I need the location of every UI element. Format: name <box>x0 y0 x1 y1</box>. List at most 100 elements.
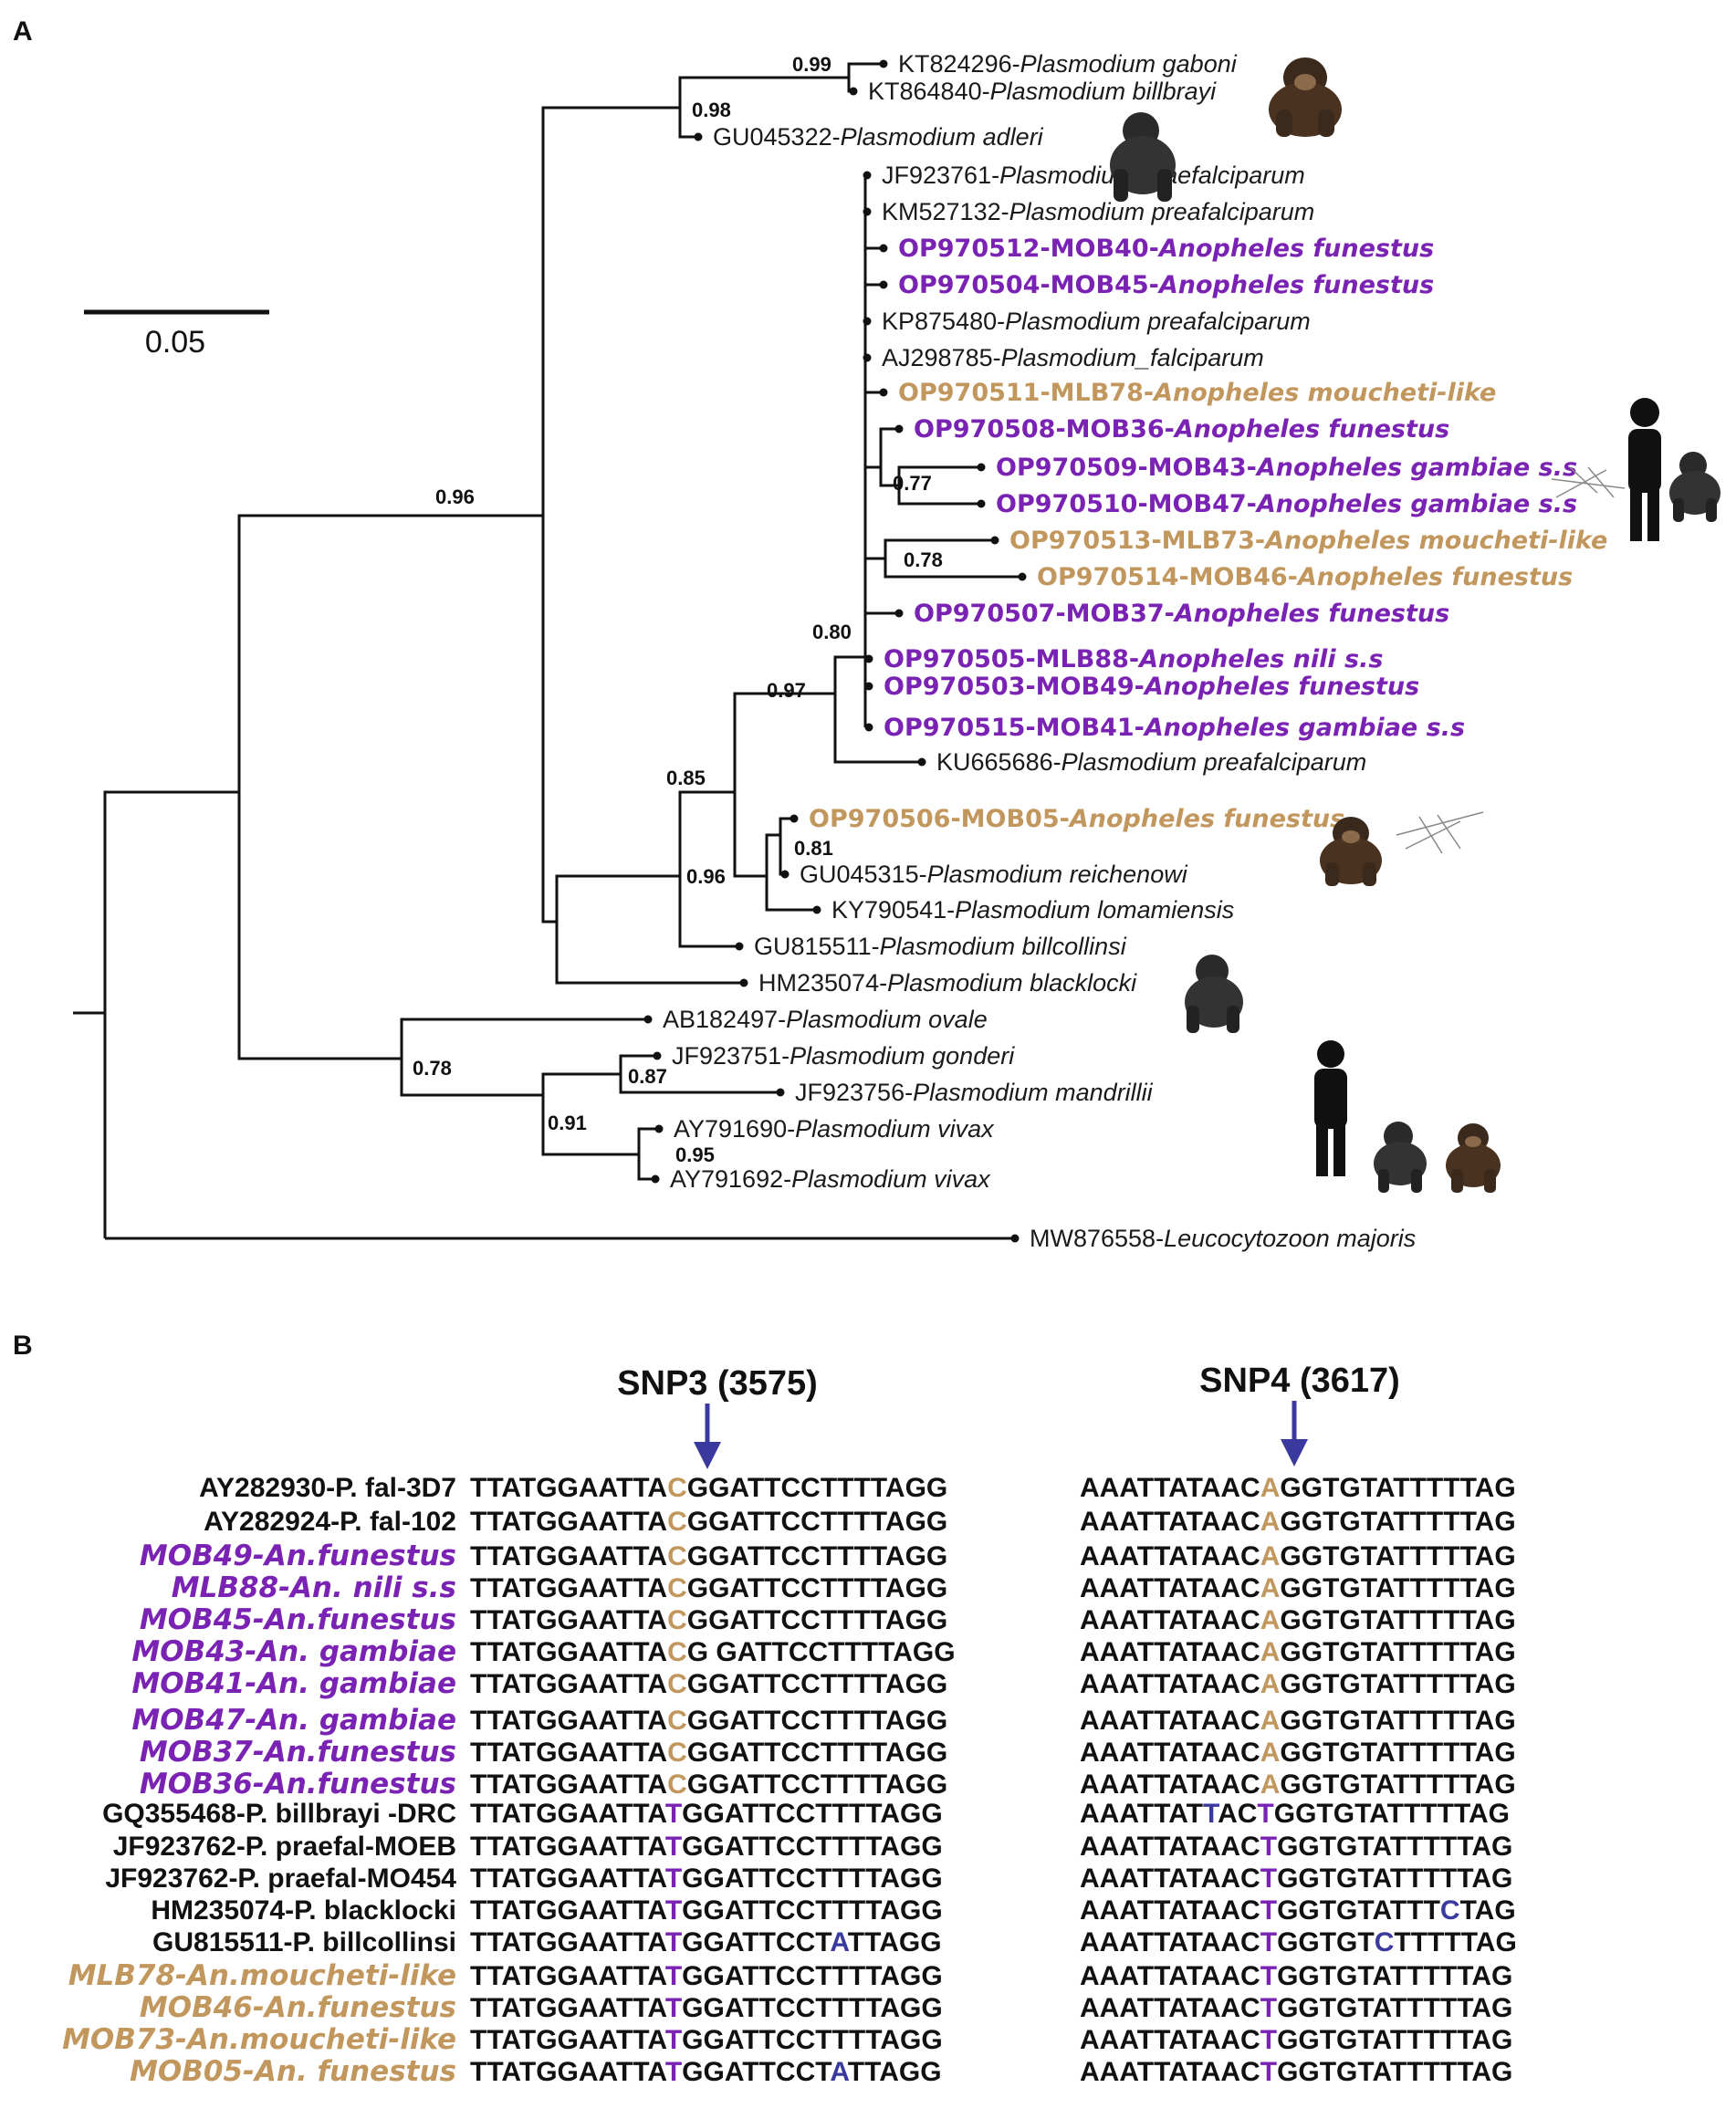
scale-bar-label: 0.05 <box>145 325 205 360</box>
bootstrap-value: 0.97 <box>767 679 806 702</box>
sequence-name: MOB49-An.funestus <box>140 1540 456 1572</box>
tree-tip: JF923751-Plasmodium gonderi <box>653 1042 1015 1070</box>
tree-tip: HM235074-Plasmodium blacklocki <box>739 969 1137 997</box>
sequence-segment: GGATTCCTTTTAGG <box>687 1507 948 1537</box>
tip-node <box>780 870 790 879</box>
tip-node <box>1018 572 1027 581</box>
tip-species: Anopheles nili s.s <box>1137 645 1383 673</box>
s4-seq: AAATTATAACTGGTGTATTTTTAG <box>1080 2057 1512 2087</box>
sequence-segment: TTATGGAATTA <box>470 1863 666 1894</box>
sequence-segment: GGTGTATTTTTAG <box>1280 1669 1515 1699</box>
tip-node <box>735 942 744 951</box>
tip-accession: OP970510-MOB47- <box>996 490 1257 518</box>
sequence-segment: AAATTATAAC <box>1080 1541 1260 1571</box>
tree-tip: OP970504-MOB45-Anopheles funestus <box>879 271 1434 299</box>
sequence-segment: GGATTCCTTTTAGG <box>682 1832 943 1862</box>
tip-node <box>739 978 748 987</box>
sequence-segment: GGTGT <box>1277 1927 1375 1957</box>
tree-tip: KM527132-Plasmodium preafalciparum <box>863 198 1314 225</box>
tip-node <box>894 609 904 618</box>
tip-node <box>894 424 904 433</box>
gorilla-icon <box>1669 452 1720 522</box>
sequence-segment: A <box>1260 1738 1281 1768</box>
tip-species: Plasmodium billcollinsi <box>880 933 1127 960</box>
tip-species: Plasmodium preafalciparum <box>1005 308 1311 335</box>
tip-label: GU045315-Plasmodium reichenowi <box>800 861 1188 888</box>
sequence-segment: C <box>667 1605 687 1635</box>
tip-accession: OP970505-MLB88- <box>884 645 1139 673</box>
tip-species: Anopheles funestus <box>1157 271 1434 299</box>
tip-label: KM527132-Plasmodium preafalciparum <box>882 198 1314 225</box>
gorilla-icon <box>1185 955 1243 1033</box>
tip-species: Plasmodium adleri <box>841 123 1044 151</box>
tip-accession: KY790541- <box>831 896 955 924</box>
s4-seq: AAATTATAACTGGTGTATTTTTAG <box>1080 1832 1512 1862</box>
s4-seq: AAATTATAACTGGTGTATTTTTAG <box>1080 1993 1512 2023</box>
s4-seq: AAATTATAACAGGTGTATTTTTAG <box>1080 1507 1516 1537</box>
sequence-segment: A <box>1260 1605 1281 1635</box>
sequence-name: MLB88-An. nili s.s <box>172 1571 456 1604</box>
tip-accession: OP970506-MOB05- <box>809 805 1070 833</box>
tip-node <box>776 1088 785 1097</box>
sequence-segment: AAATTATAAC <box>1080 1832 1260 1862</box>
tip-species: Anopheles funestus <box>1068 805 1344 833</box>
s3-seq: TTATGGAATTATGGATTCCTTTTAGG <box>470 1895 943 1926</box>
human-icon <box>1314 1040 1347 1176</box>
sequence-name: GQ355468-P. billbrayi -DRC <box>102 1799 456 1829</box>
s4-seq: AAATTATAACAGGTGTATTTTTAG <box>1080 1541 1516 1571</box>
s3-seq: TTATGGAATTACGGATTCCTTTTAGG <box>470 1507 947 1537</box>
sequence-name: MOB46-An.funestus <box>140 1991 456 2024</box>
s3-seq: TTATGGAATTACGGATTCCTTTTAGG <box>470 1738 947 1768</box>
sequence-segment: GGATTCCTTTTAGG <box>687 1473 948 1503</box>
sequence-segment: GGTGTATTTTTAG <box>1280 1706 1515 1736</box>
sequence-segment: GGATTCCTTTTAGG <box>682 1961 943 1991</box>
sequence-segment: GGTGTATTTTTAG <box>1280 1573 1515 1603</box>
tip-node <box>653 1051 662 1060</box>
chimpanzee-icon <box>1446 1123 1501 1193</box>
tip-label: OP970511-MLB78-Anopheles moucheti-like <box>898 379 1496 407</box>
bootstrap-value: 0.96 <box>686 865 726 888</box>
human-icon <box>1628 398 1661 541</box>
sequence-segment: TTATGGAATTA <box>470 1573 667 1603</box>
s3-seq: TTATGGAATTACGGATTCCTTTTAGG <box>470 1706 947 1736</box>
tip-label: AB182497-Plasmodium ovale <box>663 1006 988 1033</box>
sequence-segment: TTATGGAATTA <box>470 1473 667 1503</box>
tip-node <box>864 682 873 691</box>
tip-label: AY791692-Plasmodium vivax <box>670 1165 991 1193</box>
sequence-segment: C <box>1440 1895 1460 1926</box>
sequence-segment: C <box>667 1637 687 1667</box>
sequence-segment: TTAGG <box>848 1927 942 1957</box>
tip-species: Anopheles funestus <box>1173 415 1449 444</box>
sequence-segment: T <box>665 2025 682 2055</box>
tip-label: JF923761-Plasmodium praefalciparum <box>882 162 1305 189</box>
sequence-segment: GGTGTATTT <box>1277 1895 1440 1926</box>
sequence-segment: TTATGGAATTA <box>470 1605 667 1635</box>
tip-accession: MW876558- <box>1030 1225 1164 1252</box>
sequence-segment: AAATTATAAC <box>1080 2025 1260 2055</box>
s4-seq: AAATTATAACAGGTGTATTTTTAG <box>1080 1605 1516 1635</box>
sequence-segment: C <box>667 1473 687 1503</box>
bootstrap-value: 0.95 <box>675 1143 715 1166</box>
tree-tip: GU045322-Plasmodium adleri <box>694 123 1044 151</box>
sequence-segment: TTATGGAATTA <box>470 1993 666 2023</box>
sequence-segment: GGATTCCTTTTAGG <box>682 1993 943 2023</box>
sequence-name: AY282930-P. fal-3D7 <box>199 1473 456 1503</box>
tree-tip: OP970506-MOB05-Anopheles funestus <box>790 805 1344 833</box>
s3-seq: TTATGGAATTATGGATTCCTATTAGG <box>470 2057 942 2087</box>
tip-node <box>812 905 821 914</box>
sequence-segment: GGTGTATTTTTAG <box>1280 1473 1515 1503</box>
s4-seq: AAATTATAACAGGTGTATTTTTAG <box>1080 1473 1516 1503</box>
s3-seq: TTATGGAATTACGGATTCCTTTTAGG <box>470 1541 947 1571</box>
sequence-segment: A <box>1260 1541 1281 1571</box>
tip-node <box>917 757 926 767</box>
tip-accession: OP970512-MOB40- <box>898 235 1159 263</box>
tip-node <box>863 207 872 216</box>
tree-tip: AY791692-Plasmodium vivax <box>651 1165 991 1193</box>
sequence-segment: GGTGTATTTTTAG <box>1280 1541 1515 1571</box>
tip-accession: AB182497- <box>663 1006 786 1033</box>
